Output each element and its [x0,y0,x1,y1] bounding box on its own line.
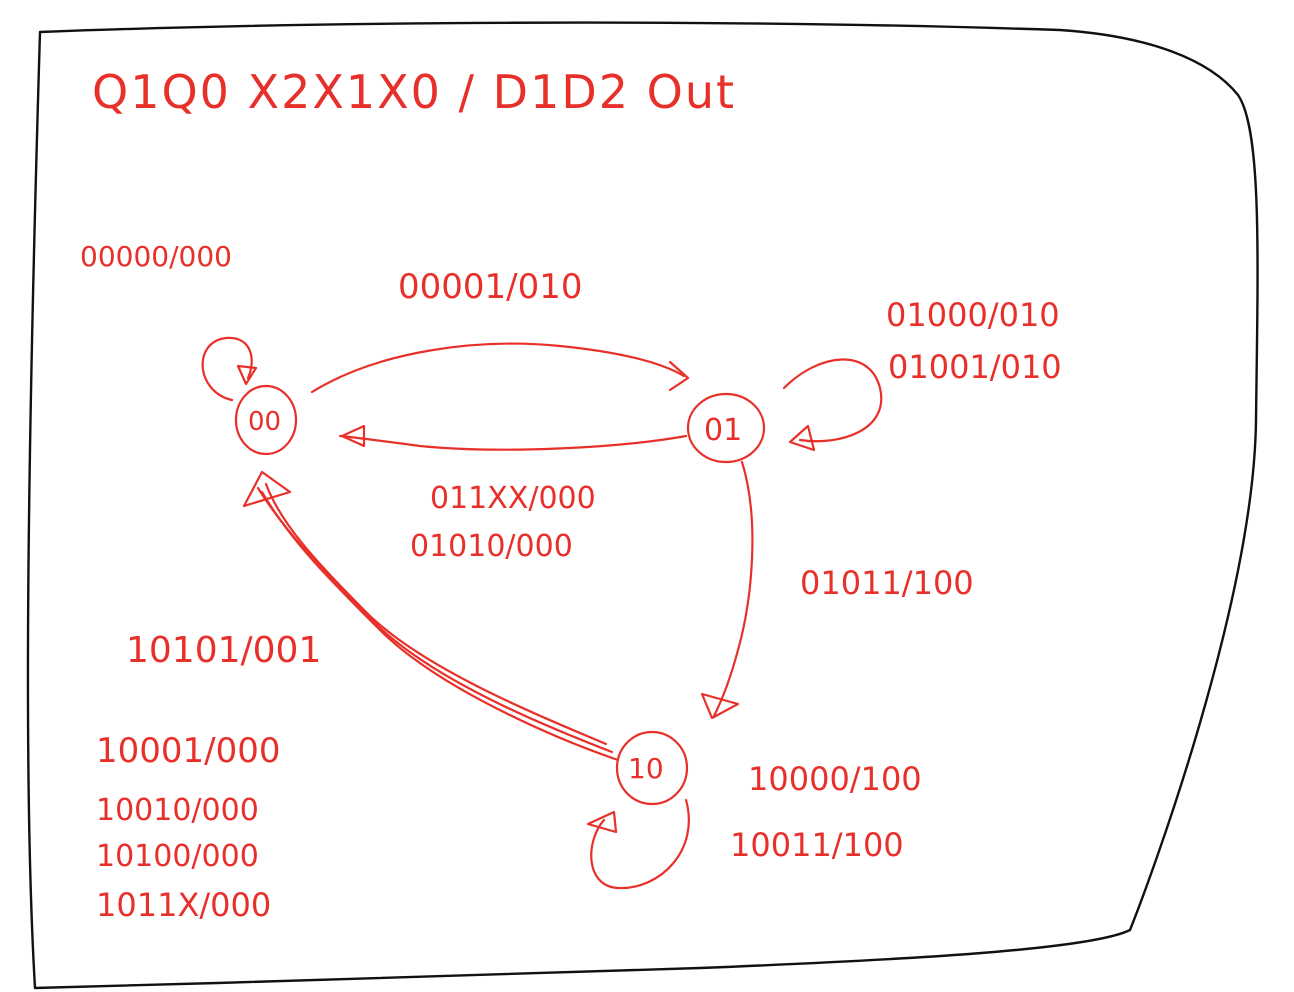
state-01-label: 01 [704,413,742,448]
state-00-label: 00 [248,407,281,437]
arrow-s01-to-s10 [712,460,754,718]
label-s01-self-1: 01001/010 [888,348,1062,386]
label-s10-to-s00-low-3: 1011X/000 [96,886,271,924]
arrowhead-s00-self [236,364,258,386]
label-s01-to-s00-1: 01010/000 [410,529,573,564]
arrowhead-s10-self [586,810,618,834]
arrow-s10-to-s00-c [264,482,608,746]
label-s10-self-0: 10000/100 [748,760,922,798]
arrow-s01-self [782,358,883,443]
label-s10-to-s00-low-1: 10010/000 [96,793,259,828]
label-s01-to-s10-0: 01011/100 [800,564,974,602]
header-label: Q1Q0 X2X1X0 / D1D2 Out [92,65,736,119]
state-10-label: 10 [628,752,664,785]
arrowhead-s10-to-s00 [242,470,292,508]
arrow-s00-self [201,336,253,402]
state-10: 10 [615,730,689,806]
state-01: 01 [686,392,766,464]
label-s10-to-s00-high-0: 10101/001 [126,630,321,671]
arrow-s00-to-s01 [310,342,686,394]
arrowhead-s01-to-s10 [700,692,740,720]
arrow-s10-to-s00-b [256,486,614,754]
label-s10-self-1: 10011/100 [730,826,904,864]
arrowhead-s01-to-s00 [340,424,366,448]
label-s10-to-s00-low-2: 10100/000 [96,839,259,874]
label-s10-to-s00-low-0: 10001/000 [96,731,281,771]
arrowhead-s00-to-s01 [668,360,690,392]
label-s00-to-s01-0: 00001/010 [398,267,583,307]
label-s00-self-0: 00000/000 [80,240,232,273]
arrowhead-s01-self [788,424,816,452]
state-00: 00 [234,384,298,456]
label-s01-to-s00-0: 011XX/000 [430,481,596,516]
frame-border [26,21,1259,990]
arrow-s10-self [590,798,690,890]
label-s01-self-0: 01000/010 [886,296,1060,334]
arrow-s01-to-s00 [338,434,688,451]
